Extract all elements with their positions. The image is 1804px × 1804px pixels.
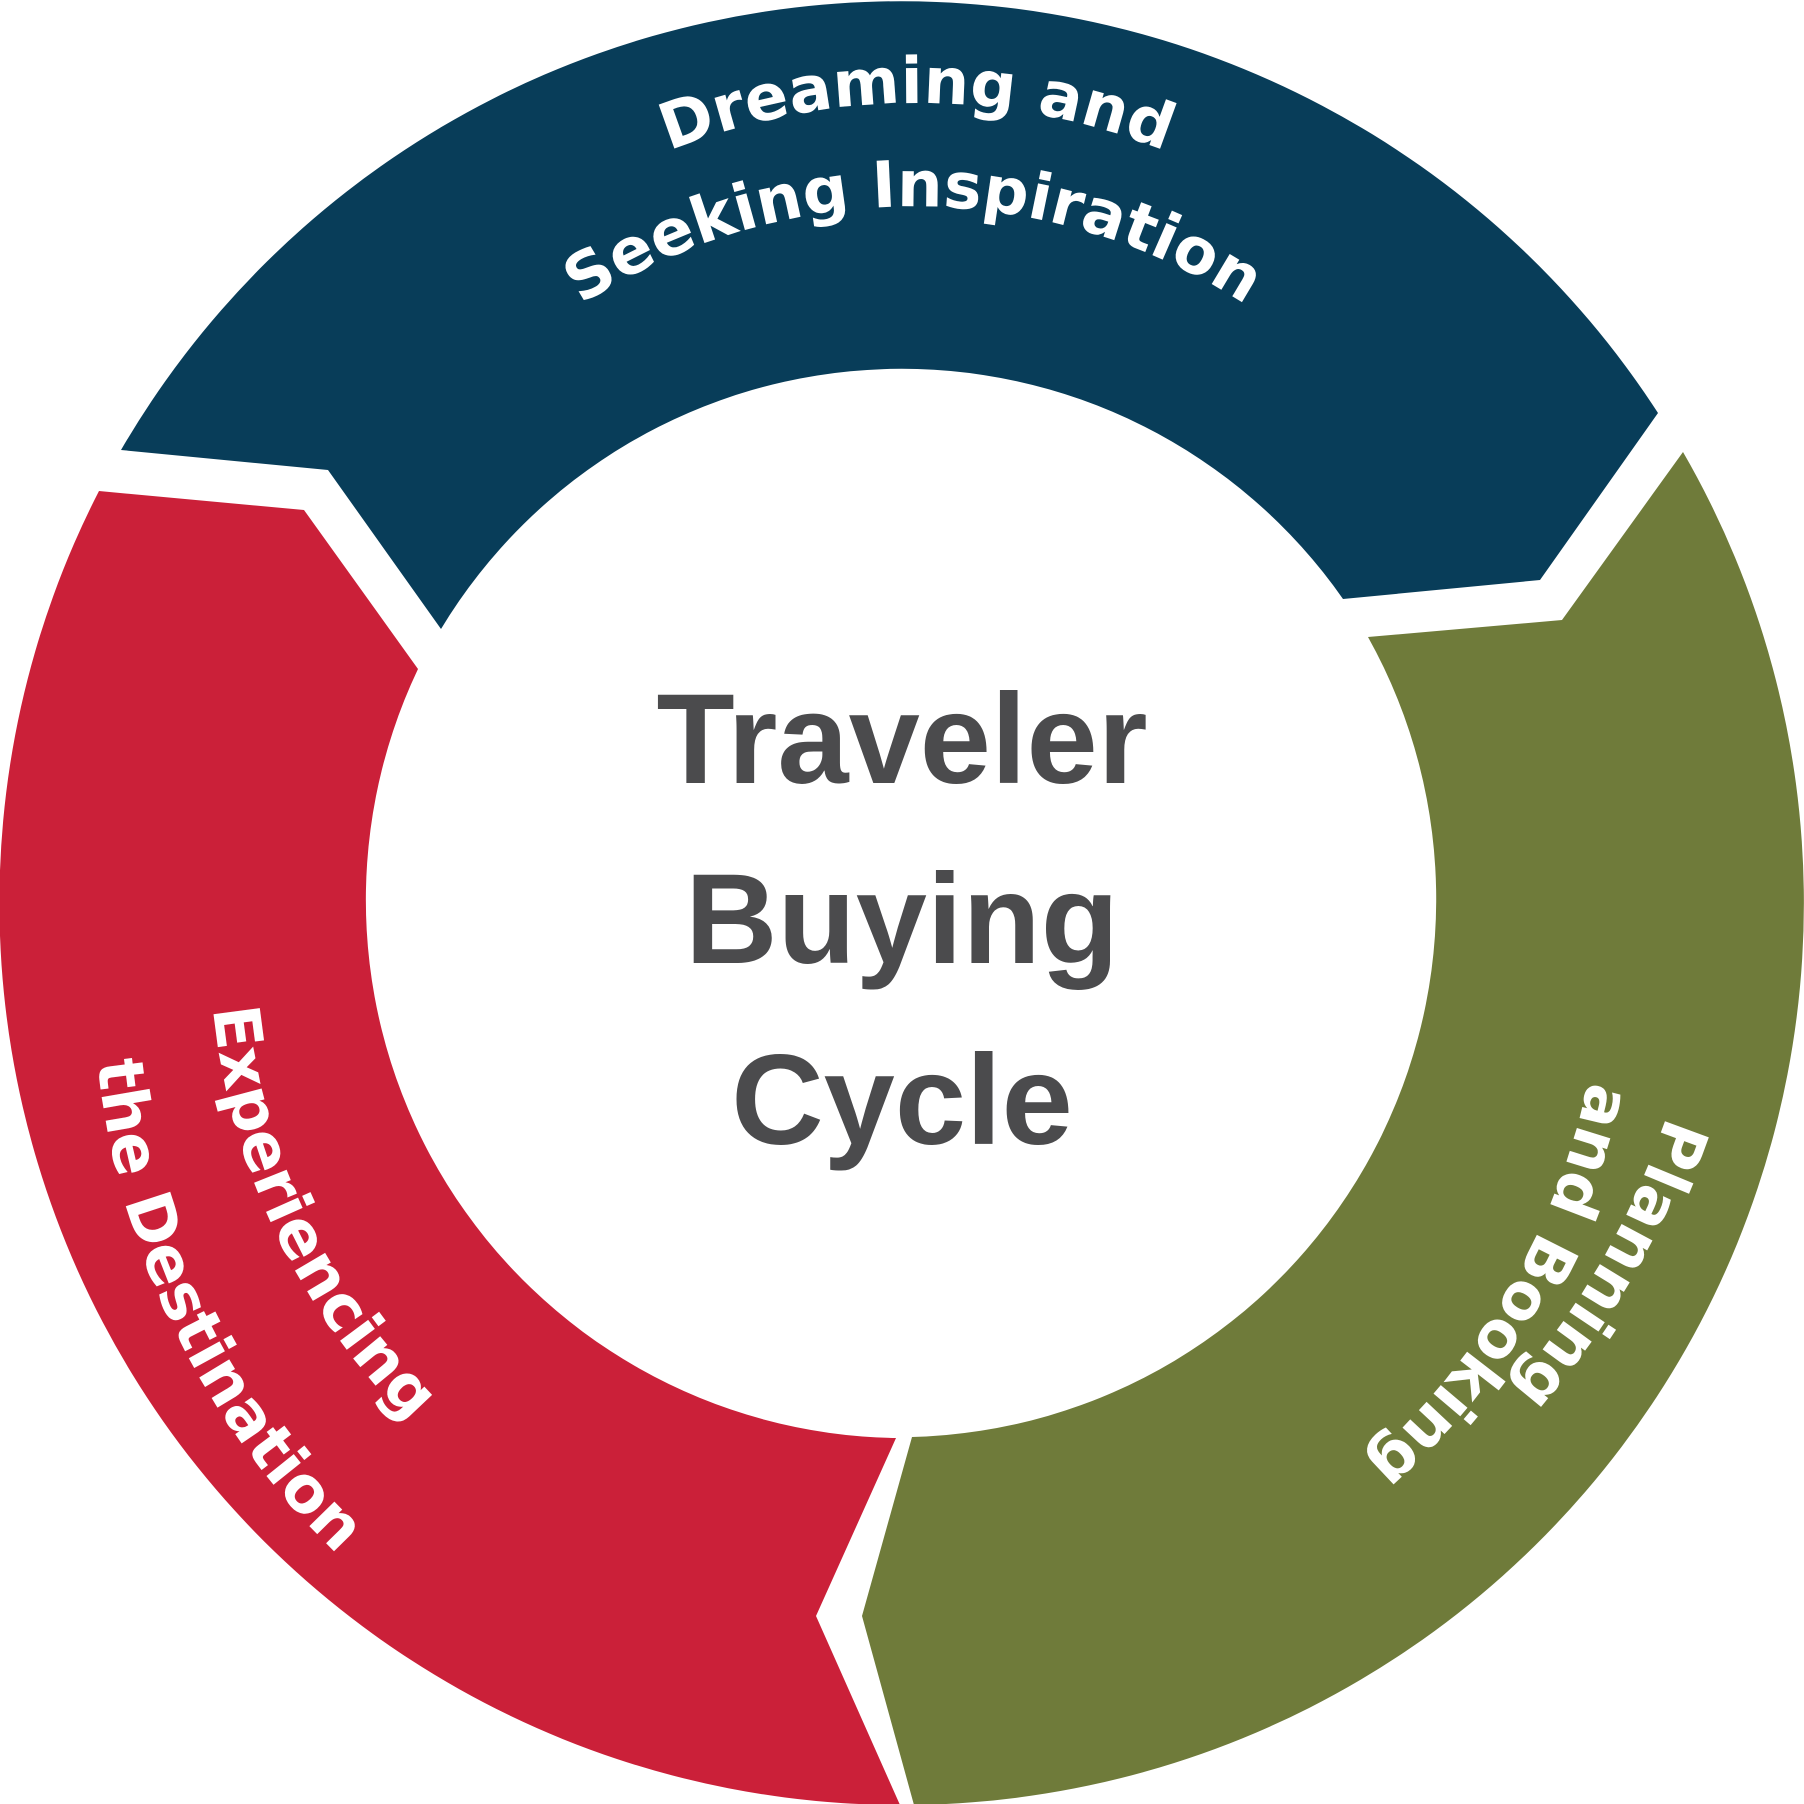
segment-planning xyxy=(862,452,1804,1804)
segment-dreaming xyxy=(121,1,1658,629)
center-title-line3: Cycle xyxy=(731,1029,1073,1172)
center-title-line2: Buying xyxy=(685,848,1119,991)
segment-experiencing xyxy=(0,491,900,1804)
center-title-line1: Traveler xyxy=(656,668,1147,811)
